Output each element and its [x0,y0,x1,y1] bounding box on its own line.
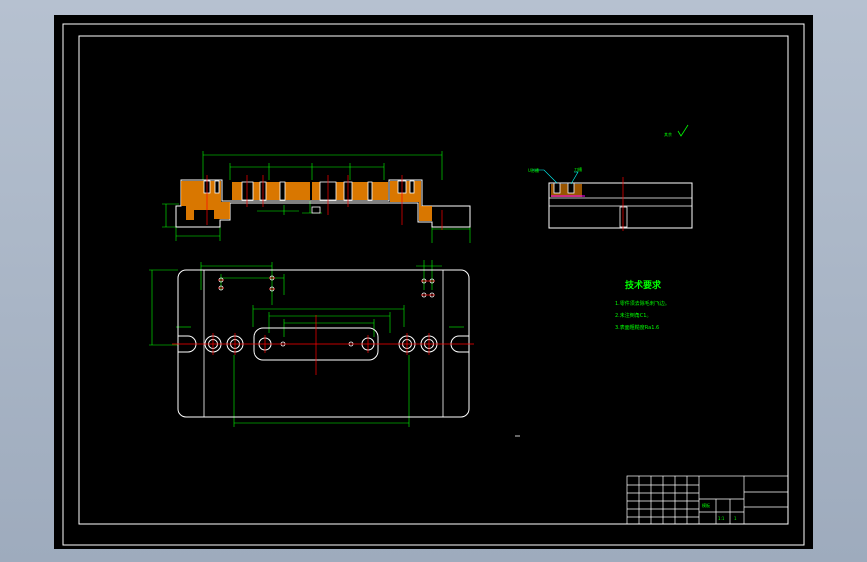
tech-requirements: 技术要求 1.零件须去除毛刺飞边。 2.未注倒角C1。 3.表面粗糙度Ra1.6 [615,279,670,331]
roughness-symbol: 其余 [664,124,689,137]
detail-label-right: 刀槽 [574,166,582,172]
detail-outline [548,182,693,229]
tech-requirement-item-2: 2.未注倒角C1。 [615,312,651,319]
plate-outline [177,269,470,418]
section-view [162,151,471,243]
title-block-scale: 1:1 [718,516,725,521]
section-center-lines [206,175,443,230]
tech-requirement-item-3: 3.表面粗糙度Ra1.6 [615,324,659,331]
sheet-outer-border [62,23,805,546]
cad-viewport[interactable]: U形槽 刀槽 其余 技术要求 1.零件须去除毛刺飞边。 2.未注倒角C1。 3.… [54,15,813,549]
detail-label-left: U形槽 [528,167,539,173]
tech-requirements-title: 技术要求 [625,279,662,291]
cad-drawing-canvas: U形槽 刀槽 其余 技术要求 1.零件须去除毛刺飞边。 2.未注倒角C1。 3.… [62,23,805,546]
section-body-outline [175,179,471,228]
detail-view: U形槽 刀槽 [528,166,693,231]
detail-leaders [532,169,579,185]
plan-center-lines [172,277,474,375]
plan-view [149,260,474,427]
sheet-inner-border [78,35,789,525]
roughness-note: 其余 [664,131,672,137]
pin-holes [218,275,435,347]
tech-requirement-item-1: 1.零件须去除毛刺飞边。 [615,300,670,307]
title-block-drawing-name: 模板 [702,502,710,508]
title-block-sheet: 1 [734,516,737,521]
title-block [626,475,789,525]
